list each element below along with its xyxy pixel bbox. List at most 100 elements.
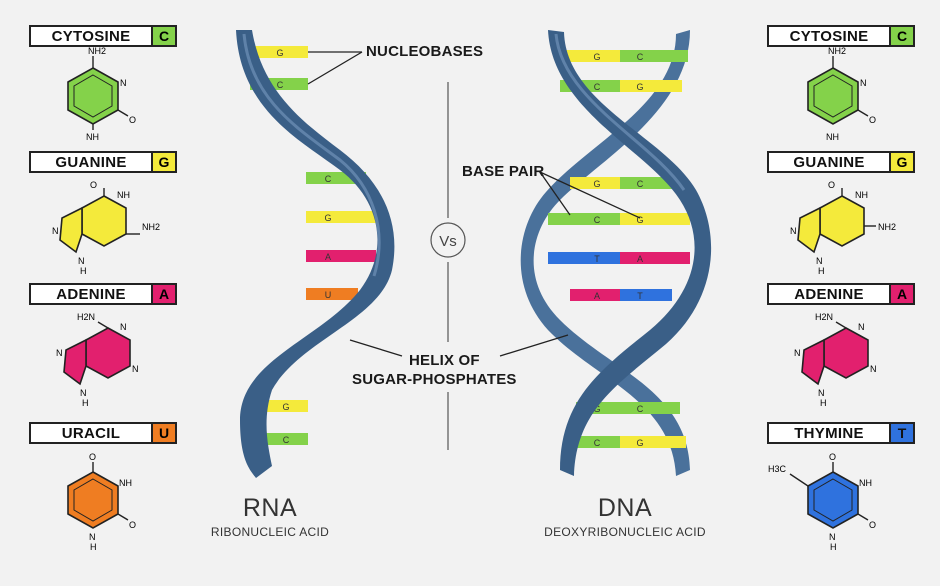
atom-label: NH2: [828, 46, 846, 56]
atom-label: O: [869, 115, 876, 125]
rna-subtitle: RIBONUCLEIC ACID: [210, 525, 330, 539]
adenine-molecule-left: H2N N N N N H: [56, 312, 139, 408]
atom-label: NH2: [878, 222, 896, 232]
atom-label: N: [78, 256, 85, 266]
dna-rung-right: [620, 252, 690, 264]
dna-front-strand: [548, 30, 712, 476]
rung-letter: G: [282, 402, 289, 412]
rna-backbone-highlight: [242, 33, 381, 277]
atom-label: H3C: [768, 464, 787, 474]
label-letter: G: [151, 153, 175, 171]
uracil-molecule-left: O NH O N H: [67, 452, 136, 552]
rung-letter: G: [276, 48, 283, 58]
label-name: GUANINE: [55, 153, 127, 171]
thymine-molecule-right: H3C O NH O N H: [768, 452, 876, 552]
atom-label: O: [90, 180, 97, 190]
rna-rung: [306, 288, 358, 300]
label-letter: A: [889, 285, 913, 303]
dna-rung-right: [620, 436, 686, 448]
rung-letter: C: [594, 215, 601, 225]
atom-label: NH: [117, 190, 130, 200]
atom-label: H: [830, 542, 837, 552]
rung-letter: A: [637, 254, 643, 264]
dna-rung-right: [620, 213, 690, 225]
atom-label: NH: [86, 132, 99, 142]
atom-label: N: [858, 322, 865, 332]
atom-label: N: [794, 348, 801, 358]
label-letter: A: [151, 285, 175, 303]
rung-letter: T: [594, 254, 600, 264]
leader-basepair-2: [539, 171, 641, 219]
atom-label: H2N: [815, 312, 833, 322]
leader-nucleobases-2: [307, 51, 363, 85]
dna-title-block: DNA DEOXYRIBONUCLEIC ACID: [530, 494, 720, 539]
rung-letter: T: [637, 291, 643, 301]
guanine-molecule-right: O NH NH2 N N H: [790, 180, 896, 276]
atom-label: N: [829, 532, 836, 542]
rung-letter: C: [594, 438, 601, 448]
rung-letter: C: [277, 80, 284, 90]
atom-label: H2N: [77, 312, 95, 322]
label-letter: C: [889, 27, 913, 45]
dna-rung-right: [620, 80, 682, 92]
label-name: CYTOSINE: [789, 27, 869, 45]
atom-label: N: [89, 532, 96, 542]
atom-label: N: [80, 388, 87, 398]
left-label-guanine: GUANINE G: [29, 151, 177, 173]
dna-rungs: G C C G G C C G T A A T G C: [548, 50, 690, 448]
cytosine-molecule-left: NH2 N O NH: [67, 46, 136, 142]
left-label-cytosine: CYTOSINE C: [29, 25, 177, 47]
rung-letter: G: [636, 215, 643, 225]
atom-label: N: [860, 78, 867, 88]
rung-letter: C: [283, 435, 290, 445]
label-letter: T: [889, 424, 913, 442]
atom-label: O: [829, 452, 836, 462]
dna-subtitle: DEOXYRIBONUCLEIC ACID: [544, 525, 706, 539]
dna-rung-left: [560, 50, 620, 62]
atom-label: NH: [859, 478, 872, 488]
label-letter: C: [151, 27, 175, 45]
leader-helix-right: [499, 334, 569, 357]
atom-label: NH: [119, 478, 132, 488]
atom-label: N: [52, 226, 59, 236]
rung-letter: G: [593, 52, 600, 62]
rung-letter: A: [594, 291, 600, 301]
rung-letter: G: [593, 179, 600, 189]
rung-letter: U: [325, 290, 332, 300]
right-label-cytosine: CYTOSINE C: [767, 25, 915, 47]
left-label-uracil: URACIL U: [29, 422, 177, 444]
atom-label: NH2: [142, 222, 160, 232]
right-label-guanine: GUANINE G: [767, 151, 915, 173]
atom-label: NH: [826, 132, 839, 142]
dna-rung-right: [620, 289, 672, 301]
rung-letter: C: [637, 52, 644, 62]
atom-label: N: [132, 364, 139, 374]
callout-helix-line2: SUGAR-PHOSPHATES: [352, 371, 517, 388]
rna-backbone: [236, 30, 395, 478]
atom-label: O: [129, 115, 136, 125]
rung-letter: C: [637, 179, 644, 189]
atom-label: N: [790, 226, 797, 236]
rna-rung: [306, 211, 376, 223]
atom-label: N: [818, 388, 825, 398]
callout-base-pair: BASE PAIR: [462, 163, 545, 180]
atom-label: O: [828, 180, 835, 190]
atom-label: H: [90, 542, 97, 552]
dna-front-highlight: [554, 33, 686, 191]
dna-rung-left: [570, 289, 620, 301]
rung-letter: A: [325, 252, 331, 262]
label-name: ADENINE: [56, 285, 126, 303]
label-name: GUANINE: [793, 153, 865, 171]
rna-rung: [250, 46, 308, 58]
rna-title-block: RNA RIBONUCLEIC ACID: [200, 494, 340, 539]
atom-label: H: [82, 398, 89, 408]
adenine-molecule-right: H2N N N N N H: [794, 312, 877, 408]
right-label-thymine: THYMINE T: [767, 422, 915, 444]
rung-letter: C: [637, 404, 644, 414]
rna-title: RNA: [242, 494, 298, 522]
dna-rung-left: [548, 213, 620, 225]
leader-basepair-1: [539, 171, 571, 216]
atom-label: O: [89, 452, 96, 462]
